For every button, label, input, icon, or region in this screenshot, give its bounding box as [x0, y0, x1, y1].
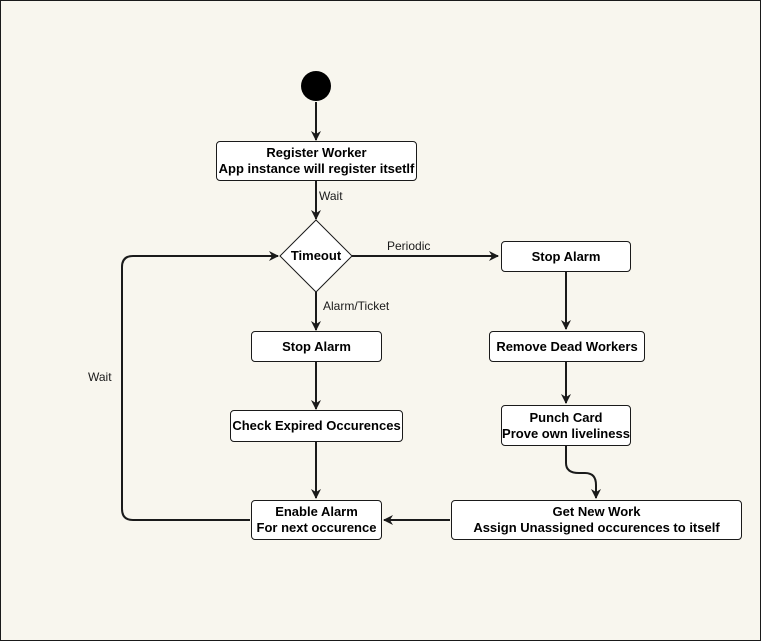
stop-alarm-right-node: Stop Alarm	[501, 241, 631, 272]
get-new-work-title: Get New Work	[552, 504, 641, 519]
enable-alarm-title: Enable Alarm	[275, 504, 358, 519]
edge-label-wait-loop: Wait	[88, 370, 112, 384]
stop-alarm-left-node: Stop Alarm	[251, 331, 382, 362]
get-new-work-desc: Assign Unassigned occurences to itself	[473, 520, 720, 535]
enable-alarm-desc: For next occurence	[256, 520, 377, 535]
register-worker-title: Register Worker	[266, 145, 367, 160]
start-node	[301, 71, 331, 101]
timeout-decision-shape	[279, 219, 353, 293]
stop-alarm-right-title: Stop Alarm	[531, 248, 601, 264]
edge-label-wait-top: Wait	[319, 189, 343, 203]
edge-label-alarm-ticket: Alarm/Ticket	[323, 299, 390, 313]
check-expired-title: Check Expired Occurences	[232, 418, 401, 433]
stop-alarm-left-title: Stop Alarm	[282, 338, 351, 354]
remove-dead-workers-title: Remove Dead Workers	[496, 338, 638, 354]
edge-label-periodic: Periodic	[387, 239, 431, 253]
edge-enable-to-timeout-loop	[121, 251, 279, 521]
register-worker-node: Register Worker App instance will regist…	[216, 141, 417, 181]
edge-punch-to-getwork	[565, 446, 601, 499]
punch-card-title: Punch Card	[529, 409, 603, 425]
get-new-work-node: Get New Work Assign Unassigned occurence…	[451, 500, 742, 540]
register-worker-desc: App instance will register itsetlf	[218, 161, 415, 176]
timeout-label: Timeout	[290, 248, 342, 263]
remove-dead-workers-node: Remove Dead Workers	[489, 331, 645, 362]
enable-alarm-node: Enable Alarm For next occurence	[251, 500, 382, 540]
check-expired-node: Check Expired Occurences	[230, 410, 403, 442]
punch-card-node: Punch Card Prove own liveliness	[501, 405, 631, 446]
punch-card-desc: Prove own liveliness	[502, 425, 630, 441]
